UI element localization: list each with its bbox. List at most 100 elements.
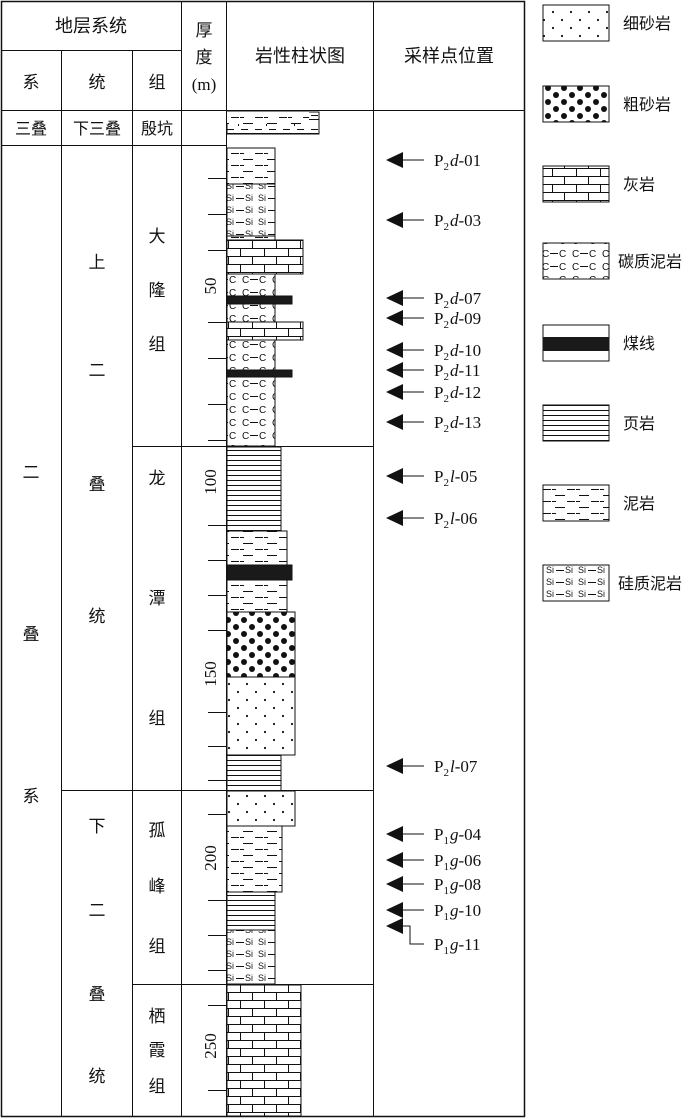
sample-markers: P2d-01P2d-03P2d-07P2d-09P2d-10P2d-11P2d-… [386, 151, 482, 957]
sample-label-pre: P [434, 361, 443, 380]
legend-swatch-fine-sandstone [542, 4, 610, 42]
sample-label: P2l-05 [434, 467, 477, 489]
sample-marker: P2l-06 [386, 509, 477, 531]
sample-label-sub: 2 [443, 423, 449, 435]
sample-marker: P2d-12 [386, 383, 481, 405]
sample-marker: P2d-03 [386, 211, 481, 233]
label-sys-triassic: 三叠 [15, 119, 47, 138]
label-fm-gufeng-1: 峰 [149, 877, 166, 897]
sample-label-num: -10 [458, 901, 481, 920]
sample-label-num: -07 [455, 757, 478, 776]
sample-label-pre: P [434, 509, 443, 528]
label-fm-dalong-1: 隆 [149, 281, 166, 301]
sample-label-num: -05 [455, 467, 478, 486]
sample-label-let: d [450, 341, 459, 360]
legend-label-coal-seam: 煤线 [623, 334, 655, 353]
sample-label-num: -12 [458, 383, 481, 402]
label-sys-permian-2: 系 [23, 787, 40, 807]
sample-label: P2d-10 [434, 341, 481, 363]
layer-siliceous-mudstone [226, 929, 276, 985]
sample-label-let: g [450, 901, 459, 920]
sample-label-pre: P [434, 289, 443, 308]
legend-swatch-siliceous-mudstone [542, 564, 610, 602]
sample-label: P1g-04 [434, 825, 482, 847]
layer-coal-seam [226, 295, 293, 305]
header-system: 系 [23, 73, 40, 93]
sample-label-num: -04 [458, 825, 481, 844]
legend-label-carbonaceous-mudstone: 碳质泥岩 [618, 252, 682, 271]
label-sys-permian-0: 二 [23, 463, 40, 483]
sample-arrow-icon [386, 152, 403, 168]
sample-label-let: d [450, 383, 459, 402]
sample-label-pre: P [434, 151, 443, 170]
sample-label: P2l-06 [434, 509, 477, 531]
legend-swatch-mudstone [542, 484, 610, 522]
sample-label: P1g-11 [434, 935, 481, 957]
layer-coal-seam [226, 369, 293, 378]
sample-label: P2d-09 [434, 309, 481, 331]
depth-tick-50: 50 [201, 278, 220, 295]
sample-label-num: -06 [458, 851, 481, 870]
layer-limestone [226, 984, 302, 1117]
sample-arrow-icon [386, 212, 403, 228]
depth-scale: 50 100 150 200 250 [201, 150, 227, 1116]
sample-label: P2d-13 [434, 413, 481, 435]
legend-label-coarse-sandstone: 粗砂岩 [623, 95, 671, 114]
sample-label-num: -11 [458, 935, 480, 954]
layer-limestone [226, 321, 304, 341]
sample-label-sub: 1 [443, 911, 449, 923]
sample-label-sub: 1 [443, 945, 449, 957]
label-lower-permian-0: 下 [89, 817, 106, 837]
header-series: 统 [89, 73, 106, 93]
sample-marker: P2d-10 [386, 341, 481, 363]
sample-label-sub: 2 [443, 161, 449, 173]
sample-arrow-icon [386, 414, 403, 430]
sample-arrow-icon [386, 290, 403, 306]
sample-arrow-icon [386, 902, 403, 918]
layer-shale [226, 754, 282, 792]
sample-label: P2l-07 [434, 757, 478, 779]
sample-label: P1g-06 [434, 851, 481, 873]
sample-marker: P2d-01 [386, 151, 481, 173]
sample-label: P2d-03 [434, 211, 481, 233]
sample-marker: P1g-04 [386, 825, 482, 847]
sample-label-let: l [450, 509, 455, 528]
sample-label-num: -03 [458, 211, 481, 230]
sample-label-num: -11 [458, 361, 480, 380]
header-samples: 采样点位置 [404, 46, 494, 67]
legend-label-fine-sandstone: 细砂岩 [623, 14, 671, 33]
layer-fine-sandstone [226, 676, 296, 756]
legend-swatch-limestone [542, 165, 610, 203]
sample-label-sub: 2 [443, 767, 449, 779]
sample-label: P2d-07 [434, 289, 482, 311]
sample-label: P1g-10 [434, 901, 481, 923]
header-formation: 组 [149, 73, 166, 93]
label-upper-permian-1: 二 [89, 361, 106, 381]
sample-label-sub: 2 [443, 519, 449, 531]
sample-label-num: -06 [455, 509, 478, 528]
layer-carbonaceous-mudstone [226, 273, 276, 297]
sample-label-let: d [450, 309, 459, 328]
depth-tick-150: 150 [201, 661, 220, 687]
sample-label-pre: P [434, 413, 443, 432]
legend-swatch-carbonaceous-mudstone [542, 242, 610, 280]
sample-arrow-icon [386, 826, 403, 842]
sample-marker: P1g-10 [386, 901, 481, 923]
sample-marker: P2d-11 [386, 361, 481, 383]
sample-label-pre: P [434, 851, 443, 870]
sample-label-pre: P [434, 875, 443, 894]
sample-label-pre: P [434, 467, 443, 486]
sample-label-sub: 2 [443, 351, 449, 363]
legend-label-limestone: 灰岩 [623, 175, 655, 194]
label-fm-qixia-0: 栖 [149, 1007, 166, 1027]
label-lower-permian-2: 叠 [89, 985, 106, 1005]
label-fm-longtan-0: 龙 [149, 469, 166, 489]
sample-label-sub: 2 [443, 477, 449, 489]
sample-label-let: g [450, 875, 459, 894]
header-column: 岩性柱状图 [255, 46, 345, 67]
sample-label-sub: 1 [443, 861, 449, 873]
sample-label-sub: 2 [443, 371, 449, 383]
sample-marker: P2l-07 [386, 757, 478, 779]
